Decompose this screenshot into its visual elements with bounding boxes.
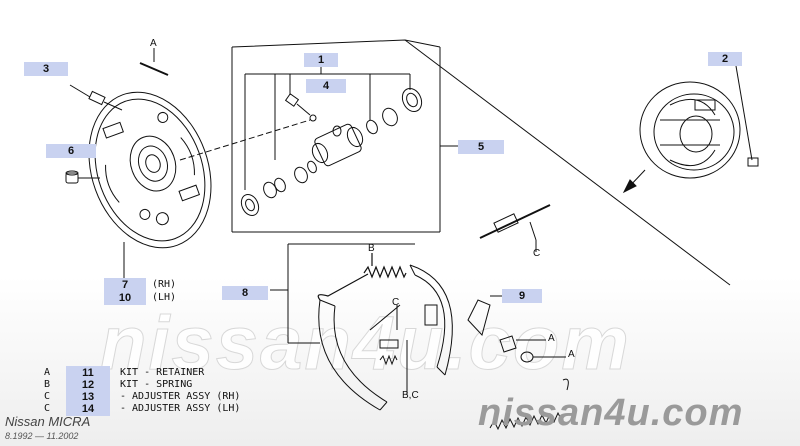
brake-shoe-right xyxy=(409,264,453,376)
legend-num: 11 xyxy=(66,366,110,380)
callout-3: 3 xyxy=(24,62,68,76)
legend-num: 12 xyxy=(66,378,110,392)
letter-a-top: A xyxy=(150,38,157,49)
stud-a xyxy=(139,62,169,76)
legend-key: C xyxy=(44,391,51,402)
spring-lower xyxy=(489,378,569,431)
callout-9: 9 xyxy=(502,289,542,303)
label-lh: (LH) xyxy=(152,292,177,303)
label-rh: (RH) xyxy=(152,279,177,290)
adjuster-c xyxy=(479,204,551,252)
watermark-small: nissan4u.com xyxy=(478,392,744,434)
legend-num: 14 xyxy=(66,402,110,416)
letter-a-low: A xyxy=(568,349,575,360)
callout-7: 7 xyxy=(104,278,146,292)
drum-assembly xyxy=(639,81,741,179)
callout-10: 10 xyxy=(104,291,146,305)
production-dates: 8.1992 — 11.2002 xyxy=(5,431,79,441)
letter-c-top: C xyxy=(533,248,541,259)
letter-c-mid: C xyxy=(392,297,400,308)
model-name: Nissan MICRA xyxy=(5,414,91,429)
plug-6 xyxy=(65,170,100,184)
legend-key: A xyxy=(44,367,51,378)
brake-shoe-left xyxy=(318,299,388,411)
letter-bc: B,C xyxy=(402,390,419,401)
cylinder-piston-parts xyxy=(240,87,423,217)
watermark-large: nissan4u.com xyxy=(100,301,631,387)
callout-1: 1 xyxy=(304,53,338,67)
legend-num: 13 xyxy=(66,390,110,404)
legend-text: KIT - RETAINER xyxy=(120,367,205,378)
legend-text: - ADJUSTER ASSY (RH) xyxy=(120,391,241,402)
legend-text: KIT - SPRING xyxy=(120,379,193,390)
legend-key: C xyxy=(44,403,51,414)
letter-b: B xyxy=(368,243,375,254)
strut-parts xyxy=(369,304,408,395)
callout-5: 5 xyxy=(458,140,504,154)
bolt-3 xyxy=(69,84,123,111)
callout-8: 8 xyxy=(222,286,268,300)
legend-text: - ADJUSTER ASSY (LH) xyxy=(120,403,241,414)
retainer-spring-a xyxy=(499,335,566,363)
spring-b-upper xyxy=(317,253,407,301)
backing-plate xyxy=(88,91,212,249)
leader-drum xyxy=(404,39,731,286)
wheel-cylinder xyxy=(311,123,364,167)
callout-4: 4 xyxy=(306,79,346,93)
bolt-2 xyxy=(747,157,759,167)
legend-key: B xyxy=(44,379,51,390)
callout-2: 2 xyxy=(708,52,742,66)
bleed-screw xyxy=(284,93,317,122)
callout-6: 6 xyxy=(46,144,96,158)
letter-a-mid: A xyxy=(548,333,555,344)
frame-cylinder-group xyxy=(231,39,441,48)
